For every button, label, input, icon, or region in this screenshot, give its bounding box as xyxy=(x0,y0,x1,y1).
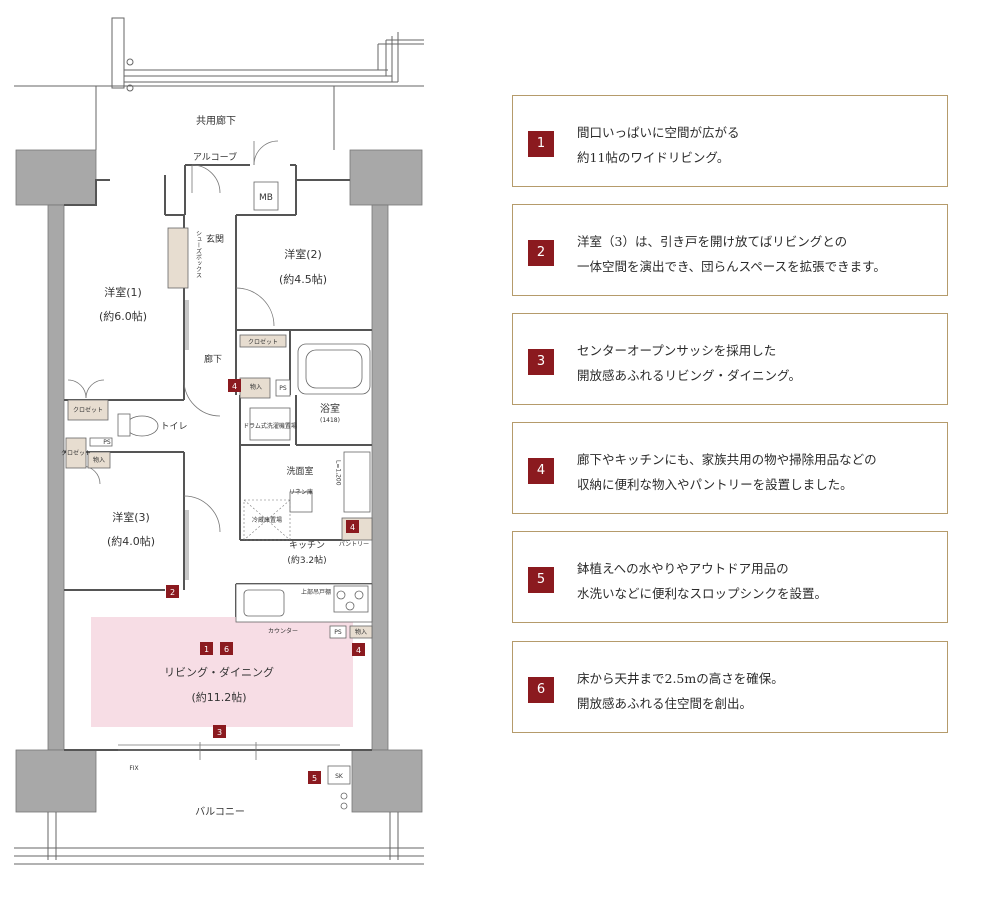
entrance-label: 玄関 xyxy=(206,233,224,245)
feature-item-4: 4 廊下やキッチンにも、家族共用の物や掃除用品などの 収納に便利な物入やパントリ… xyxy=(512,422,948,514)
kitchen-size: (約3.2帖) xyxy=(287,554,326,566)
fridge-label: 冷蔵庫置場 xyxy=(252,516,282,524)
closet-label-1: クロゼット xyxy=(73,406,103,414)
plan-badge-3: 3 xyxy=(213,725,226,738)
counter-label: カウンター xyxy=(268,627,298,635)
feature-number-badge: 4 xyxy=(528,458,554,484)
storage-label-kitchen: 物入 xyxy=(355,628,367,636)
feature-description: 間口いっぱいに空間が広がる 約11帖のワイドリビング。 xyxy=(577,120,937,170)
plan-badge-2: 2 xyxy=(166,585,179,598)
upper-cabinet-label: 上部吊戸棚 xyxy=(301,588,331,596)
feature-line: 約11帖のワイドリビング。 xyxy=(577,150,730,165)
feature-item-1: 1 間口いっぱいに空間が広がる 約11帖のワイドリビング。 xyxy=(512,95,948,187)
sk-label: SK xyxy=(335,773,344,780)
feature-item-6: 6 床から天井まで2.5mの高さを確保。 開放感あふれる住空間を創出。 xyxy=(512,641,948,733)
svg-text:3: 3 xyxy=(217,728,222,737)
feature-line: 開放感あふれる住空間を創出。 xyxy=(577,696,753,711)
ps-label-kitchen: PS xyxy=(334,629,342,636)
feature-item-5: 5 鉢植えへの水やりやアウトドア用品の 水洗いなどに便利なスロップシンクを設置。 xyxy=(512,531,948,623)
plan-badge-4-hall: 4 xyxy=(228,379,241,392)
svg-text:4: 4 xyxy=(350,523,355,532)
feature-item-2: 2 洋室（3）は、引き戸を開け放てばリビングとの 一体空間を演出でき、団らんスペ… xyxy=(512,204,948,296)
balcony-railing xyxy=(14,812,424,865)
feature-number-badge: 2 xyxy=(528,240,554,266)
feature-number-badge: 5 xyxy=(528,567,554,593)
corridor-label: 共用廊下 xyxy=(196,114,236,127)
fixtures xyxy=(65,181,373,785)
svg-text:5: 5 xyxy=(312,774,317,783)
western1-size: (約6.0帖) xyxy=(99,309,147,323)
alcove-label: アルコーブ xyxy=(193,151,237,163)
feature-line: 鉢植えへの水やりやアウトドア用品の xyxy=(577,561,789,576)
closet-label-2: クロゼット xyxy=(248,338,278,346)
feature-number-badge: 6 xyxy=(528,677,554,703)
feature-line: 水洗いなどに便利なスロップシンクを設置。 xyxy=(577,586,828,601)
feature-line: 間口いっぱいに空間が広がる xyxy=(577,125,740,140)
storage-label-hall: 物入 xyxy=(250,383,262,391)
shoebox-label: シューズボックス xyxy=(195,230,202,278)
bath-label: 浴室 xyxy=(320,402,340,415)
western3-name: 洋室(3) xyxy=(112,510,150,524)
storage-label-3: 物入 xyxy=(93,456,105,464)
western1-name: 洋室(1) xyxy=(104,285,142,299)
mb-label: MB xyxy=(259,193,273,203)
svg-text:1: 1 xyxy=(204,645,209,654)
feature-line: 床から天井まで2.5mの高さを確保。 xyxy=(577,671,784,686)
ps-label-1: PS xyxy=(103,439,111,446)
feature-description: センターオープンサッシを採用した 開放感あふれるリビング・ダイニング。 xyxy=(577,338,937,388)
svg-text:4: 4 xyxy=(356,646,361,655)
feature-line: センターオープンサッシを採用した xyxy=(577,343,777,358)
doors xyxy=(67,140,340,760)
feature-description: 鉢植えへの水やりやアウトドア用品の 水洗いなどに便利なスロップシンクを設置。 xyxy=(577,556,937,606)
pipe-marker xyxy=(126,84,134,92)
washroom-label: 洗面室 xyxy=(286,465,313,477)
svg-text:6: 6 xyxy=(224,645,229,654)
pipe-marker xyxy=(126,58,134,66)
structural-walls xyxy=(15,149,423,813)
feature-item-3: 3 センターオープンサッシを採用した 開放感あふれるリビング・ダイニング。 xyxy=(512,313,948,405)
western2-name: 洋室(2) xyxy=(284,247,322,261)
plan-badge-1: 1 xyxy=(200,642,213,655)
hallway-label: 廊下 xyxy=(204,353,222,365)
balcony-label: バルコニー xyxy=(195,806,245,818)
svg-text:4: 4 xyxy=(232,382,237,391)
feature-number-badge: 3 xyxy=(528,349,554,375)
feature-number-badge: 1 xyxy=(528,131,554,157)
fix-label: FIX xyxy=(129,765,138,772)
toilet-label: トイレ xyxy=(160,422,187,432)
bath-size: (1418) xyxy=(320,417,340,424)
western2-size: (約4.5帖) xyxy=(279,272,327,286)
linen-label: リネン庫 xyxy=(289,488,313,496)
plan-badge-5: 5 xyxy=(308,771,321,784)
kitchen-name: キッチン xyxy=(289,540,325,551)
feature-line: 一体空間を演出でき、団らんスペースを拡張できます。 xyxy=(577,259,886,274)
plan-badge-6: 6 xyxy=(220,642,233,655)
feature-line: 収納に便利な物入やパントリーを設置しました。 xyxy=(577,477,853,492)
living-highlight xyxy=(91,617,353,727)
feature-line: 廊下やキッチンにも、家族共用の物や掃除用品などの xyxy=(577,452,877,467)
height-note: L=1,200 xyxy=(335,460,342,486)
feature-line: 洋室（3）は、引き戸を開け放てばリビングとの xyxy=(577,234,848,249)
svg-text:2: 2 xyxy=(170,588,175,597)
washer-label: ドラム式洗濯機置場 xyxy=(243,422,297,430)
pantry-label: パントリー xyxy=(339,541,369,548)
top-railing xyxy=(14,17,424,150)
plan-badge-4-pantry: 4 xyxy=(346,520,359,533)
fridge-space xyxy=(243,499,291,541)
plan-badge-4-kitchen: 4 xyxy=(352,643,365,656)
stove-burners xyxy=(336,590,364,810)
closet-label-3: クロゼット xyxy=(61,449,91,457)
floor-plan: 共用廊下 アルコーブ MB 玄関 シューズボックス 洋室(2) (約4.5帖) … xyxy=(14,17,424,865)
western3-size: (約4.0帖) xyxy=(107,534,155,548)
feature-line: 開放感あふれるリビング・ダイニング。 xyxy=(577,368,802,383)
living-size: (約11.2帖) xyxy=(191,690,246,704)
feature-description: 廊下やキッチンにも、家族共用の物や掃除用品などの 収納に便利な物入やパントリーを… xyxy=(577,447,937,497)
living-name: リビング・ダイニング xyxy=(164,665,274,679)
ps-label-hall: PS xyxy=(279,385,287,392)
feature-description: 床から天井まで2.5mの高さを確保。 開放感あふれる住空間を創出。 xyxy=(577,666,937,716)
feature-description: 洋室（3）は、引き戸を開け放てばリビングとの 一体空間を演出でき、団らんスペース… xyxy=(577,229,937,279)
